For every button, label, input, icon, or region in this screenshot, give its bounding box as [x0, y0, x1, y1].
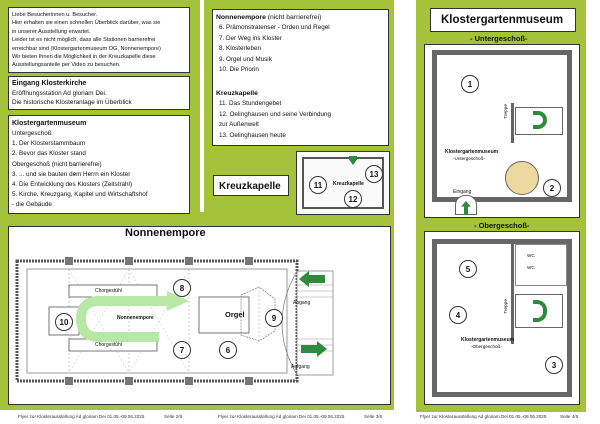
- ug-floor-circle: [505, 161, 539, 195]
- intro-line: Ausstellungsanteile per Video zu besuche…: [12, 62, 121, 69]
- museum-list-box: Klostergartenmuseum Untergeschoß 1. Der K…: [8, 115, 190, 214]
- og-wc-block: [515, 244, 567, 286]
- intro-line: Wir bieten Ihnen die Möglichkeit in der …: [12, 54, 156, 60]
- kreuzkapelle-label: Kreuzkapelle: [219, 181, 281, 192]
- nonnen-list-title: Nonnenempore (nicht barrierefrei): [216, 14, 322, 21]
- nonnen-station-10: 10: [55, 313, 73, 331]
- og-stair-arrow: [533, 300, 547, 322]
- museum-list-item: Untergeschoß: [12, 130, 52, 137]
- chorgestuehl-top-label: Chorgestühl: [95, 288, 122, 294]
- ug-plan-subtitle: -Untergeschoß-: [453, 156, 485, 161]
- intro-line: Liebe Besucherinnen u. Besucher.: [12, 12, 98, 18]
- museum-list-item: 1. Der Klosterstammbaum: [12, 140, 86, 148]
- nonnen-list-item: 8. Klosterleben: [219, 45, 262, 53]
- og-station-4: 4: [449, 306, 467, 324]
- museum-list-title: Klostergartenmuseum: [12, 120, 87, 127]
- ug-plan-title: Klostergartenmuseum: [445, 149, 499, 155]
- kapelle-list-item: zur Außenwelt: [219, 121, 259, 129]
- og-station-5: 5: [459, 260, 477, 278]
- og-plan: WC WC Treppe 5 4 3 Klostergartenmuseum -…: [424, 231, 580, 405]
- chorgestuehl-bottom-label: Chorgestühl: [95, 342, 122, 348]
- intro-line: erreichbar sind (Klostergartenmuseum OG,…: [12, 45, 161, 52]
- ug-eingang-label: Eingang: [453, 189, 472, 195]
- og-wc-1: WC: [527, 253, 535, 258]
- nonnen-station-9: 9: [265, 309, 283, 327]
- museum-list-item: 2. Bevor das Kloster stand: [12, 150, 86, 158]
- kapelle-plan-label: Kreuzkapelle: [333, 181, 364, 187]
- eingang-title: Eingang Klosterkirche: [12, 80, 87, 87]
- footer-text-2: Flyer zur Klosterausstellung Ad gloriam …: [218, 414, 345, 419]
- nonnen-list-item: 7. Der Weg ins Kloster: [219, 34, 282, 42]
- ug-label: - Untergeschoß-: [470, 34, 528, 43]
- museum-list-item: Obergeschoß (nicht barrierefrei): [12, 160, 102, 168]
- ug-treppe-label: Treppe: [504, 103, 509, 119]
- kapelle-list-item: 11. Das Stundengebet: [219, 100, 282, 107]
- museum-list-item: 3. ... und sie bauten dem Herrn ein Klos…: [12, 170, 131, 178]
- ug-plan: Treppe 1 2 Klostergartenmuseum -Unterges…: [424, 44, 580, 218]
- aufgang-label: Aufgang: [291, 364, 310, 370]
- nonnen-list-item: 6. Prämonstratenser - Orden und Regel: [219, 24, 330, 31]
- kapelle-station-13: 13: [365, 165, 383, 183]
- eingang-box: Eingang Klosterkirche Eröffnungsstation …: [8, 76, 190, 110]
- og-label: - Obergeschoß-: [474, 221, 530, 230]
- og-inner-wall: [511, 244, 514, 344]
- eingang-line-2: Die historische Klosteranlage im Überbli…: [12, 99, 132, 106]
- ug-inner-wall: [511, 103, 514, 143]
- nonnen-station-8: 8: [173, 279, 191, 297]
- og-plan-title: Klostergartenmuseum: [461, 337, 515, 343]
- kapelle-list-item: 12. Oelinghausen und seine Verbindung: [219, 110, 332, 118]
- museum-list-item: 4. Die Entwicklung des Klosters (Zeitstr…: [12, 181, 133, 188]
- footer-text-3: Flyer zur Klosterausstellung Ad gloriam …: [420, 414, 547, 419]
- nonnen-station-7: 7: [173, 341, 191, 359]
- nonnen-list-item: 10. Die Priorin: [219, 66, 259, 74]
- footer-page-2: Seite 3/6: [364, 414, 383, 419]
- station-list-box: Nonnenempore (nicht barrierefrei) 6. Prä…: [212, 9, 389, 146]
- kapelle-plan: 11 Kreuzkapelle 13 12: [296, 151, 390, 215]
- og-plan-subtitle: -Obergeschoß-: [471, 344, 502, 349]
- kapelle-list-item: 13. Oelinghausen heute: [219, 131, 286, 139]
- abgang-label: Abgang: [293, 300, 311, 306]
- eingang-line-1: Eröffnungsstation Ad gloriam Dei.: [12, 90, 107, 97]
- nonnenempore-heading: Nonnenempore: [125, 227, 206, 239]
- footer-page-1: Seite 2/6: [164, 414, 183, 419]
- intro-line: in unserer Ausstellung erwartet.: [12, 28, 91, 35]
- kapelle-list-title: Kreuzkapelle: [216, 90, 258, 97]
- museum-heading-box: Klostergartenmuseum: [430, 8, 576, 32]
- kapelle-station-12: 12: [344, 190, 362, 208]
- ug-station-1: 1: [461, 75, 479, 93]
- museum-list-item: - die Gebäude: [12, 201, 52, 209]
- intro-line: Hier erhalten sie einen schnellen Überbl…: [12, 20, 161, 27]
- og-treppe-label: Treppe: [504, 298, 509, 314]
- intro-box: Liebe Besucherinnen u. Besucher. Hier erh…: [8, 7, 190, 73]
- og-wc-2: WC: [527, 265, 535, 270]
- ug-walls: [432, 50, 572, 202]
- og-walls: [432, 239, 572, 397]
- kapelle-entry-arrow: [349, 156, 357, 165]
- kreuzkapelle-label-box: Kreuzkapelle: [213, 175, 289, 196]
- og-station-3: 3: [545, 356, 563, 374]
- nonnen-plan: Nonnenempore Chorgestühl Chorgestühl Non…: [8, 226, 391, 405]
- kapelle-wall: [302, 157, 384, 209]
- nonnen-list-item: 9. Orgel und Musik: [219, 55, 272, 63]
- nonnen-center-label: Nonnenempore: [117, 315, 154, 321]
- orgel-label: Orgel: [225, 310, 245, 319]
- footer-page-3: Seite 4/6: [560, 414, 579, 419]
- og-stair: [515, 294, 563, 328]
- museum-list-item: 5. Kirche, Kreuzgang, Kapitel und Wirtsc…: [12, 191, 148, 199]
- kapelle-station-11: 11: [309, 176, 327, 194]
- ug-station-2: 2: [543, 179, 561, 197]
- nonnenempore-heading-box: Nonnenempore: [105, 223, 257, 245]
- ug-entry-arrow: [461, 201, 471, 215]
- footer-text-1: Flyer zur Klosterausstellung Ad gloriam …: [18, 414, 145, 419]
- ug-stair-arrow: [533, 111, 547, 129]
- intro-line: Leider ist es nicht möglich, dass alle S…: [12, 37, 156, 44]
- nonnen-station-6: 6: [219, 341, 237, 359]
- museum-heading: Klostergartenmuseum: [441, 14, 564, 26]
